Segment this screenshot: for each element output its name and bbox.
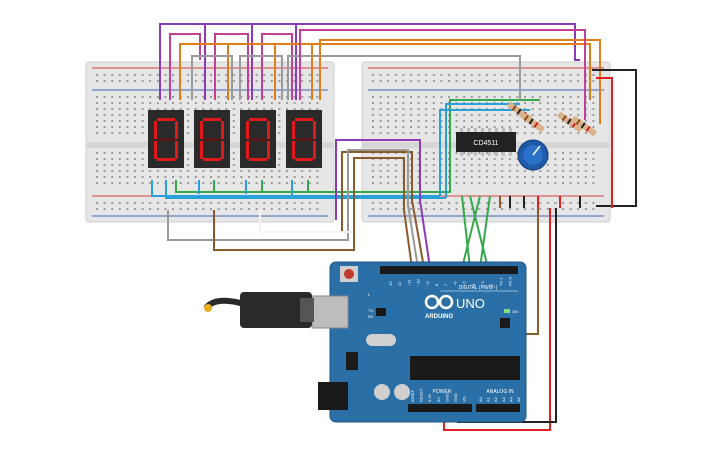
- seven-segment-displays: [148, 110, 322, 168]
- tx-label: TX: [368, 308, 373, 313]
- l-label: L: [368, 292, 371, 297]
- on-label: ON: [512, 309, 518, 314]
- rx-label: RX: [368, 314, 374, 319]
- pin-label: A3: [501, 396, 506, 402]
- arduino-logo-icon: [424, 294, 454, 310]
- display-segment: [200, 141, 203, 159]
- pin-label: 12: [397, 281, 402, 286]
- pin-label: ~9: [425, 281, 430, 286]
- arduino-uno: ARDUINO UNO DIGITAL (PWM~) POWER ANALOG …: [311, 261, 527, 423]
- display-segment: [292, 141, 295, 159]
- pin-label: 2: [489, 283, 494, 286]
- resistors: [507, 102, 597, 136]
- usb-cable: [203, 292, 314, 328]
- display-segment: [249, 118, 267, 121]
- pin-label: RESET: [419, 388, 424, 402]
- pin-label: TX 1: [498, 277, 503, 286]
- pin-label: 5V: [436, 397, 441, 402]
- cd4511-chip: CD4511: [456, 128, 516, 156]
- digital-header: [380, 266, 518, 274]
- analog-label: ANALOG IN: [486, 389, 514, 395]
- display-segment: [313, 141, 316, 159]
- usb-connector: [311, 295, 349, 329]
- pin-label: 13: [388, 281, 393, 286]
- pin-label: 8: [434, 283, 439, 286]
- display-segment: [221, 121, 224, 139]
- pin-label: ~5: [462, 281, 467, 286]
- seven-segment-display: [194, 110, 230, 168]
- pin-label: A5: [516, 396, 521, 402]
- seven-segment-display: [240, 110, 276, 168]
- pin-label: IOREF: [410, 389, 415, 402]
- seven-segment-display: [286, 110, 322, 168]
- chip-label: CD4511: [473, 140, 498, 147]
- power-label: POWER: [433, 389, 452, 395]
- display-segment: [157, 138, 175, 141]
- pin-label: A1: [486, 396, 491, 402]
- display-segment: [203, 158, 221, 161]
- resistor: [571, 116, 597, 136]
- digital-pin-labels: 13 12 ~11 ~10 ~9 8 7 ~6 ~5 4 ~3 2 TX 1 RX 0: [388, 276, 513, 286]
- display-segment: [295, 118, 313, 121]
- display-segment: [175, 141, 178, 159]
- resistor: [557, 112, 583, 132]
- uno-label: UNO: [456, 296, 485, 311]
- pin-label: 3.3V: [427, 393, 432, 402]
- display-segment: [295, 158, 313, 161]
- pin-label: A4: [508, 396, 513, 402]
- dc-jack: [318, 382, 348, 410]
- pin-label: 7: [443, 283, 448, 286]
- display-segment: [246, 121, 249, 139]
- display-segment: [249, 138, 267, 141]
- analog-header: [476, 404, 520, 412]
- microcontroller-chip: [410, 356, 520, 380]
- display-segment: [313, 121, 316, 139]
- pin-label: ~10: [416, 278, 421, 286]
- pin-label: Vin: [462, 396, 467, 402]
- pin-label: GND: [444, 393, 449, 402]
- display-segment: [157, 118, 175, 121]
- pin-label: RX 0: [508, 276, 513, 286]
- potentiometer[interactable]: [517, 139, 549, 171]
- pin-label: ~6: [452, 281, 457, 286]
- display-segment: [246, 141, 249, 159]
- display-segment: [267, 141, 270, 159]
- display-segment: [157, 158, 175, 161]
- power-header: [408, 404, 472, 412]
- display-segment: [154, 121, 157, 139]
- pin-label: ~11: [406, 279, 411, 286]
- display-segment: [175, 121, 178, 139]
- display-segment: [267, 121, 270, 139]
- pin-label: A0: [478, 396, 483, 402]
- pin-label: 4: [471, 283, 476, 286]
- display-segment: [203, 138, 221, 141]
- display-segment: [221, 141, 224, 159]
- top-wires: [159, 23, 601, 124]
- digital-label: DIGITAL (PWM~): [459, 285, 498, 291]
- pin-label: GND: [453, 393, 458, 402]
- on-led: [504, 309, 510, 313]
- pin-label: ~3: [480, 281, 485, 286]
- display-segment: [292, 121, 295, 139]
- pin-label: A2: [493, 396, 498, 402]
- display-bottom-wires: [151, 99, 540, 199]
- display-segment: [295, 138, 313, 141]
- display-segment: [154, 141, 157, 159]
- display-segment: [249, 158, 267, 161]
- resistor: [519, 112, 545, 132]
- display-segment: [203, 118, 221, 121]
- arduino-brand: ARDUINO: [425, 314, 453, 320]
- seven-segment-display: [148, 110, 184, 168]
- display-segment: [200, 121, 203, 139]
